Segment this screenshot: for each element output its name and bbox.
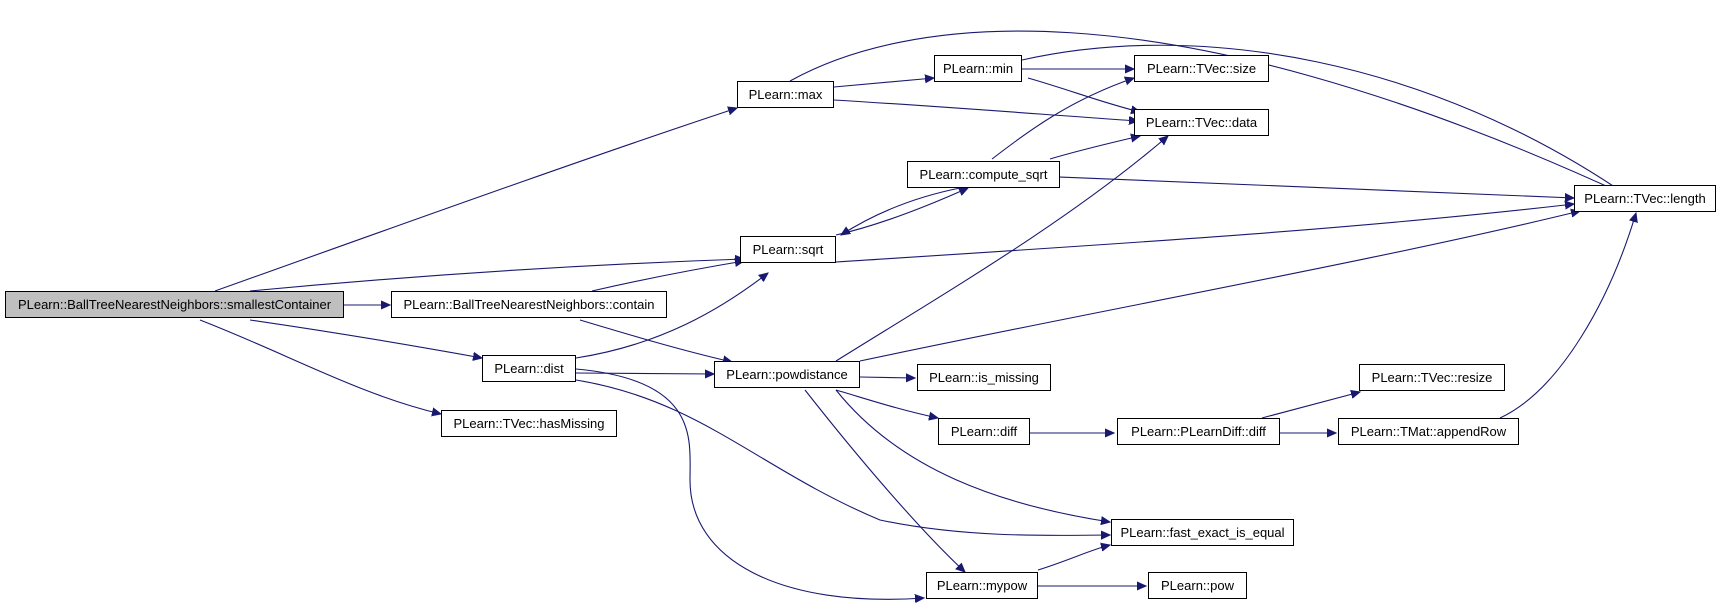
node-is-missing[interactable]: PLearn::is_missing <box>917 364 1051 391</box>
edge-dist-mypow <box>575 368 924 599</box>
edge-cs-data <box>1049 136 1140 160</box>
node-tvec-resize[interactable]: PLearn::TVec::resize <box>1359 364 1505 391</box>
node-tvec-length[interactable]: PLearn::TVec::length <box>1574 185 1716 212</box>
node-smallest-container[interactable]: PLearn::BallTreeNearestNeighbors::smalle… <box>5 291 344 318</box>
node-diff[interactable]: PLearn::diff <box>938 418 1030 445</box>
edge-sqrt-cs <box>835 188 968 236</box>
edge-max-length <box>789 30 1628 196</box>
edge-dist-sqrt <box>575 273 768 359</box>
node-compute-sqrt[interactable]: PLearn::compute_sqrt <box>907 161 1060 188</box>
edge-smallest-max <box>214 108 737 292</box>
edge-max-min <box>833 78 934 88</box>
node-contain[interactable]: PLearn::BallTreeNearestNeighbors::contai… <box>391 291 667 318</box>
node-max[interactable]: PLearn::max <box>737 81 834 108</box>
node-tvec-data[interactable]: PLearn::TVec::data <box>1134 109 1269 136</box>
edge-smallest-dist <box>249 319 482 358</box>
edge-contain-sqrt <box>591 261 744 292</box>
edge-pld-resize <box>1261 392 1360 419</box>
node-pow[interactable]: PLearn::pow <box>1148 572 1247 599</box>
edge-min-length <box>1021 44 1628 196</box>
edge-pd-mypow <box>804 389 965 572</box>
edge-mypow-fast <box>1037 545 1110 571</box>
edge-smallest-hasMissing <box>199 319 441 414</box>
edge-cs-length <box>1059 176 1574 198</box>
node-fast-exact-is-equal[interactable]: PLearn::fast_exact_is_equal <box>1111 519 1294 546</box>
edge-sqrt-length <box>835 204 1574 263</box>
node-dist[interactable]: PLearn::dist <box>482 355 576 382</box>
node-sqrt[interactable]: PLearn::sqrt <box>740 236 836 263</box>
node-min[interactable]: PLearn::min <box>934 55 1022 82</box>
edge-pd-data <box>835 136 1168 362</box>
edge-cs-size <box>991 78 1134 160</box>
edge-min-data <box>1027 77 1140 112</box>
edge-pd-fast <box>835 389 1110 522</box>
node-mypow[interactable]: PLearn::mypow <box>926 572 1038 599</box>
edge-max-data <box>833 99 1138 121</box>
node-tvec-size[interactable]: PLearn::TVec::size <box>1134 55 1269 82</box>
node-plearndiff-diff[interactable]: PLearn::PLearnDiff::diff <box>1117 418 1280 445</box>
edge-pd-ismissing <box>859 377 915 378</box>
edge-pd-diff <box>835 389 938 418</box>
node-tvec-hasmissing[interactable]: PLearn::TVec::hasMissing <box>441 410 617 437</box>
edge-appendRow-length <box>1499 213 1636 419</box>
node-powdistance[interactable]: PLearn::powdistance <box>714 361 860 388</box>
edge-smallest-sqrt <box>249 259 744 292</box>
edge-pd-length <box>859 211 1580 362</box>
edge-cs-sqrt <box>841 187 961 235</box>
edge-dist-powdistance <box>575 373 714 374</box>
edge-contain-powdistance <box>579 319 732 362</box>
edge-dist-fast <box>575 379 1110 535</box>
node-tmat-appendrow[interactable]: PLearn::TMat::appendRow <box>1338 418 1519 445</box>
